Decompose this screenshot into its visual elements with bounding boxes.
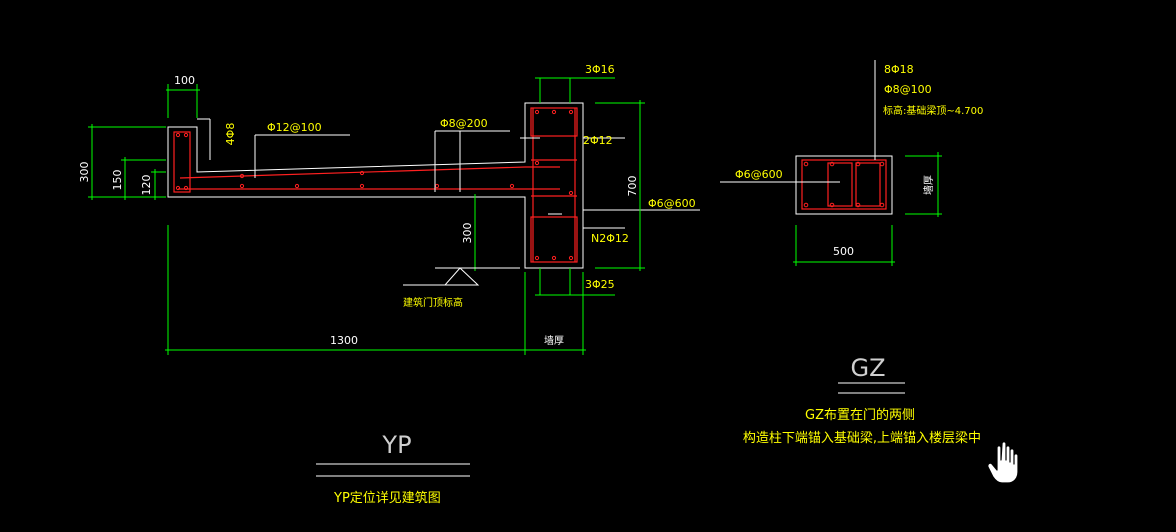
hand-cursor-icon xyxy=(987,441,1019,484)
rebar-phi6-600-label: Φ6@600 xyxy=(648,197,696,210)
gz-leaders xyxy=(720,60,876,183)
yp-dimensions xyxy=(88,77,645,355)
yp-note: YP定位详见建筑图 xyxy=(333,490,441,506)
gz-title-block: GZ GZ布置在门的两侧 构造柱下端锚入基础梁,上端锚入楼层梁中 xyxy=(743,354,981,446)
dim-700-label: 700 xyxy=(626,176,639,197)
dim-1300-label: 1300 xyxy=(330,334,358,347)
yp-rebar xyxy=(173,107,578,263)
gz-dimensions xyxy=(793,152,942,266)
dim-300-slab-label: 300 xyxy=(461,223,474,244)
gz-section: 8Φ18 Φ8@100 标高:基础梁顶~4.700 Φ6@600 墙厚 500 xyxy=(720,60,983,266)
rebar-2phi12-label: 2Φ12 xyxy=(583,134,613,147)
gz-dim-500-label: 500 xyxy=(833,245,854,258)
gz-note-1: GZ布置在门的两侧 xyxy=(805,407,915,423)
wall-thickness-bottom-label: 墙厚 xyxy=(544,334,564,347)
gz-note-2: 构造柱下端锚入基础梁,上端锚入楼层梁中 xyxy=(743,431,981,446)
gz-8phi18-label: 8Φ18 xyxy=(884,63,914,76)
door-top-level-label: 建筑门顶标高 xyxy=(403,296,463,309)
dim-150-label: 150 xyxy=(111,170,124,191)
dim-300-left-label: 300 xyxy=(78,162,91,183)
gz-wall-thickness-label: 墙厚 xyxy=(922,175,935,195)
dim-100-label: 100 xyxy=(174,74,195,87)
dim-120-label: 120 xyxy=(140,175,153,196)
yp-leaders xyxy=(197,118,700,229)
rebar-3phi16-label: 3Φ16 xyxy=(585,63,615,76)
rebar-phi12-100-label: Φ12@100 xyxy=(267,121,322,134)
yp-concrete-outline xyxy=(167,102,584,269)
gz-phi6-600-label: Φ6@600 xyxy=(735,168,783,181)
gz-phi8-100-label: Φ8@100 xyxy=(884,83,932,96)
gz-title: GZ xyxy=(850,354,885,382)
yp-title: YP xyxy=(381,431,411,459)
yp-section: 100 300 150 120 4Φ8 Φ12@100 Φ8@200 3Φ16 … xyxy=(78,63,700,355)
rebar-3phi25-label: 3Φ25 xyxy=(585,278,615,291)
level-marker xyxy=(403,267,520,286)
rebar-phi8-200-label: Φ8@200 xyxy=(440,117,488,130)
gz-rebar xyxy=(801,159,887,210)
gz-level-label: 标高:基础梁顶~4.700 xyxy=(883,104,983,117)
rebar-4phi8-label: 4Φ8 xyxy=(224,123,237,146)
yp-title-block: YP YP定位详见建筑图 xyxy=(316,431,470,506)
rebar-n2phi12-label: N2Φ12 xyxy=(591,232,629,245)
gz-concrete-outline xyxy=(795,155,893,215)
